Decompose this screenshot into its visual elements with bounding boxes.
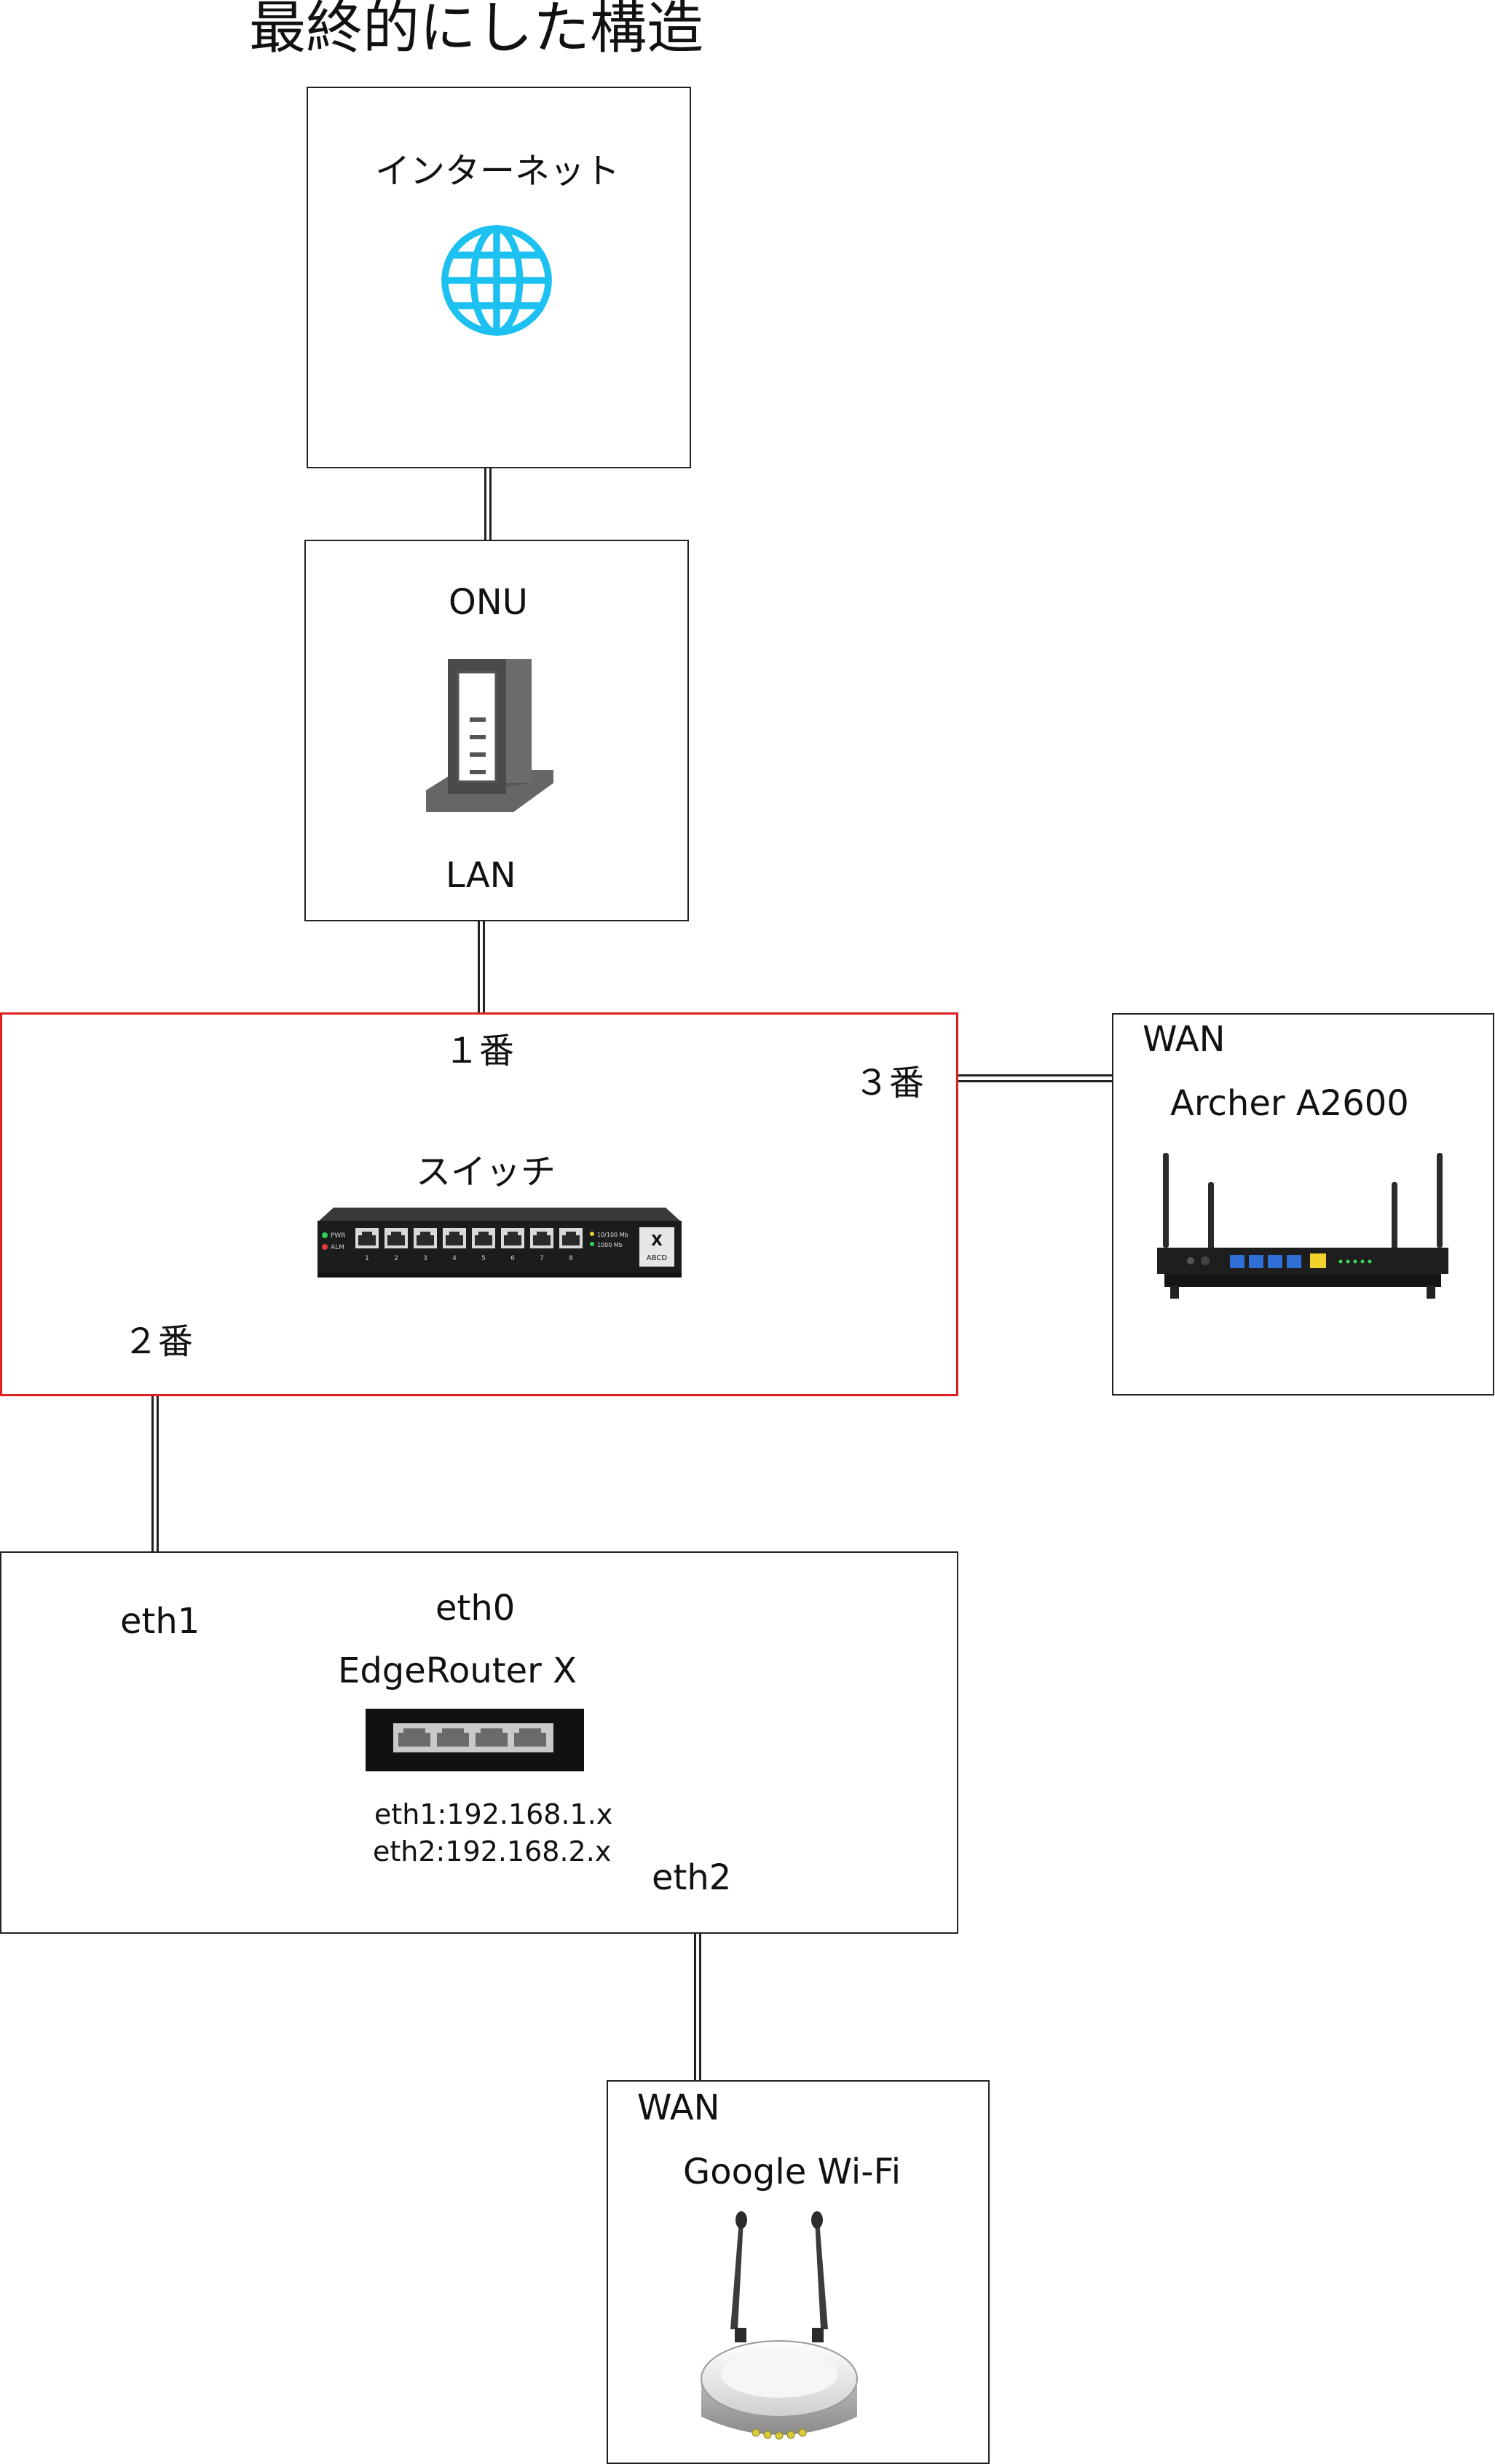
globe-icon (439, 223, 554, 338)
switch-node: １番 ３番 スイッチ ２番 PWR ALM 1 2 3 4 5 6 7 8 10/100 Mb… (0, 1012, 958, 1396)
edgerouter-label: EdgeRouter X (338, 1650, 577, 1691)
edgerouter-eth2-label: eth2 (652, 1857, 732, 1898)
edgerouter-ip-eth2: eth2:192.168.2.x (373, 1835, 612, 1867)
onu-label: ONU (449, 582, 528, 623)
network-switch-icon: PWR ALM 1 2 3 4 5 6 7 8 10/100 Mb 1000 Mb X ABC… (317, 1208, 682, 1280)
cable-onu-switch (478, 921, 485, 1012)
archer-node: WAN Archer A2600 (1112, 1013, 1494, 1396)
switch-pwr-text: PWR (331, 1232, 346, 1240)
switch-port-jack (533, 1232, 551, 1245)
switch-speed1-text: 10/100 Mb (597, 1232, 628, 1238)
switch-port-jack (475, 1232, 492, 1245)
cable-switch-archer (958, 1074, 1112, 1082)
googlewifi-wan-label: WAN (637, 2087, 720, 2128)
switch-brand-text: X (651, 1232, 663, 1249)
switch-port-number: 4 (452, 1255, 457, 1262)
switch-port3-label: ３番 (854, 1063, 925, 1103)
edgerouter-node: eth1 eth0 EdgeRouter X eth1:192.168.1.x … (0, 1551, 958, 1934)
onu-lan-port-label: LAN (446, 855, 516, 896)
switch-port-jack (562, 1232, 580, 1245)
archer-wan-label: WAN (1143, 1019, 1226, 1060)
onu-device-icon (426, 659, 553, 812)
switch-label: スイッチ (416, 1152, 556, 1192)
cable-internet-onu (484, 468, 492, 540)
switch-port1-label: １番 (444, 1031, 515, 1071)
diagram-title: 最終的にした構造 (249, 0, 704, 61)
googlewifi-node: WAN Google Wi-Fi (607, 2080, 990, 2464)
switch-alm-text: ALM (331, 1244, 344, 1251)
switch-port-jack (446, 1232, 463, 1245)
edgerouter-eth1-label: eth1 (120, 1601, 200, 1642)
switch-port-number: 6 (510, 1255, 515, 1262)
switch-port-number: 8 (569, 1255, 573, 1262)
switch-port-number: 3 (423, 1255, 427, 1262)
ethernet-ports-icon (366, 1709, 584, 1771)
switch-port-number: 7 (540, 1255, 544, 1262)
switch-port-number: 1 (365, 1255, 369, 1262)
switch-port-number: 2 (394, 1255, 398, 1262)
archer-label: Archer A2600 (1170, 1083, 1409, 1124)
switch-port-jack (417, 1232, 434, 1245)
internet-label: インターネット (375, 151, 620, 192)
switch-port-jack (504, 1232, 521, 1245)
cable-switch-edgerouter (151, 1396, 159, 1551)
googlewifi-label: Google Wi-Fi (683, 2152, 902, 2192)
onu-node: ONU LAN (304, 540, 689, 921)
router-icon (1157, 1153, 1448, 1306)
switch-speed2-text: 1000 Mb (597, 1242, 623, 1248)
wifi-router-icon (695, 2205, 863, 2453)
switch-port-jack (358, 1232, 376, 1245)
switch-port2-label: ２番 (123, 1321, 194, 1362)
edgerouter-ip-eth1: eth1:192.168.1.x (374, 1798, 613, 1830)
switch-port-number: 5 (481, 1255, 486, 1262)
internet-node: インターネット (307, 87, 691, 468)
edgerouter-eth0-label: eth0 (435, 1588, 516, 1629)
switch-port-jack (387, 1232, 405, 1245)
switch-model-text: ABCD (647, 1254, 668, 1262)
cable-edgerouter-googlewifi (694, 1934, 701, 2081)
